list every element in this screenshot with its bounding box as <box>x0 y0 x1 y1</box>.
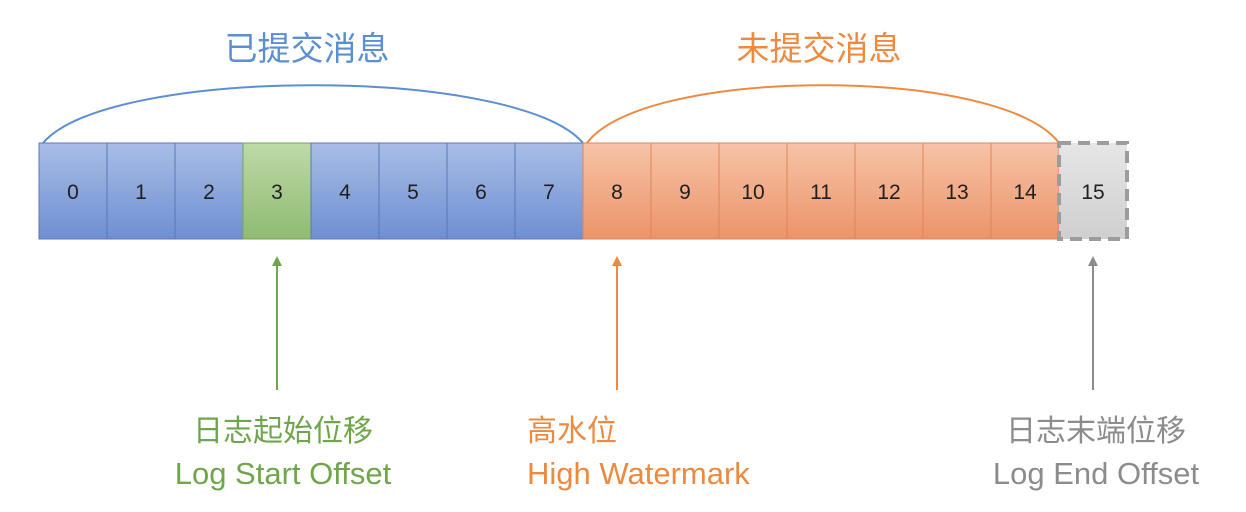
high-watermark-label-en: High Watermark <box>527 456 750 491</box>
offset-cell: 0 <box>38 142 108 240</box>
offset-cell: 6 <box>446 142 516 240</box>
offset-cell-box <box>106 142 176 240</box>
offset-cell-box <box>582 142 652 240</box>
high-watermark-marker: 高水位 High Watermark <box>527 256 750 491</box>
offset-cell: 14 <box>990 142 1060 240</box>
offset-cell: 5 <box>378 142 448 240</box>
offset-cell-label: 3 <box>271 181 283 204</box>
uncommitted-messages-title: 未提交消息 <box>737 29 902 68</box>
offset-cell-label: 7 <box>543 181 555 204</box>
offset-cell-box <box>310 142 380 240</box>
offset-cell-label: 11 <box>810 181 832 204</box>
offset-cell: 12 <box>854 142 924 240</box>
committed-messages-arc <box>42 84 584 144</box>
offset-cell-box <box>854 142 924 240</box>
log-start-offset-label-en: Log Start Offset <box>175 456 392 491</box>
offset-cell: 4 <box>310 142 380 240</box>
offset-cell: 3 <box>242 142 312 240</box>
offset-cell-label: 2 <box>203 181 215 204</box>
offset-cell: 13 <box>922 142 992 240</box>
offset-cell-box <box>922 142 992 240</box>
offset-cell-label: 5 <box>407 181 419 204</box>
offset-cell: 9 <box>650 142 720 240</box>
offset-cell-label: 15 <box>1081 181 1104 204</box>
offset-cell-label: 14 <box>1013 181 1037 204</box>
log-start-offset-marker: 日志起始位移 Log Start Offset <box>175 256 392 491</box>
uncommitted-messages-arc <box>586 84 1060 144</box>
offset-cell: 8 <box>582 142 652 240</box>
offset-cell-box <box>514 142 584 240</box>
log-start-offset-label-cn: 日志起始位移 <box>193 414 373 449</box>
offset-cell: 1 <box>106 142 176 240</box>
offset-cell: 11 <box>786 142 856 240</box>
high-watermark-arrow-head <box>612 256 622 266</box>
offset-cell-box <box>650 142 720 240</box>
offset-cell-label: 13 <box>945 181 968 204</box>
offset-cell-box <box>38 142 108 240</box>
offset-cell-label: 8 <box>611 181 623 204</box>
offset-cell-box <box>378 142 448 240</box>
offset-cell-box <box>1057 141 1129 241</box>
log-end-offset-label-cn: 日志末端位移 <box>1006 414 1186 449</box>
offset-cell-label: 6 <box>475 181 487 204</box>
offset-cell-box <box>786 142 856 240</box>
offset-cell: 7 <box>514 142 584 240</box>
offset-cell-label: 0 <box>67 181 79 204</box>
offset-cell-box <box>242 142 312 240</box>
offset-cell-label: 1 <box>135 181 147 204</box>
offset-cell: 15 <box>1057 141 1129 241</box>
offset-cell-box <box>446 142 516 240</box>
log-end-offset-marker: 日志末端位移 Log End Offset <box>993 256 1200 491</box>
log-end-offset-arrow-head <box>1088 256 1098 266</box>
log-end-offset-label-en: Log End Offset <box>993 456 1200 491</box>
region-group: 已提交消息 未提交消息 <box>42 29 1060 144</box>
offset-cell-box <box>174 142 244 240</box>
offset-cell-label: 4 <box>339 181 351 204</box>
log-start-offset-arrow-head <box>272 256 282 266</box>
offset-cell-label: 9 <box>679 181 691 204</box>
committed-messages-title: 已提交消息 <box>225 29 390 68</box>
high-watermark-label-cn: 高水位 <box>527 414 617 449</box>
offset-cell: 10 <box>718 142 788 240</box>
offset-cell-label: 10 <box>741 181 764 204</box>
offset-cell: 2 <box>174 142 244 240</box>
offset-cell-label: 12 <box>877 181 900 204</box>
